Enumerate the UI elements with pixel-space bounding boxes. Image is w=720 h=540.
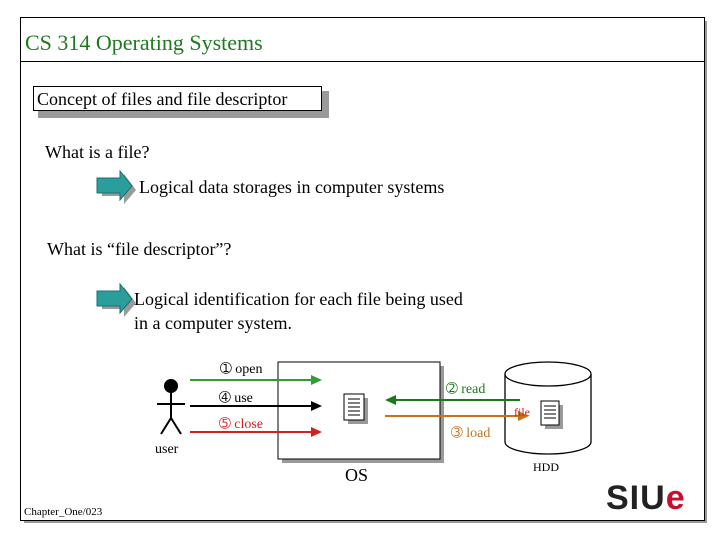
read-label: ➁ read	[446, 382, 485, 397]
hdd-file-icon	[540, 400, 563, 429]
answer-line-2: in a computer system.	[134, 313, 292, 333]
close-label: ➄ close	[219, 417, 263, 432]
close-arrow	[190, 427, 322, 437]
read-arrow	[385, 395, 520, 405]
answer-line-1: Logical identification for each file bei…	[134, 289, 463, 309]
logo-accent: e	[665, 479, 686, 517]
logo-main: SIU	[606, 479, 666, 517]
answer-descriptor-definition: Logical identification for each file bei…	[134, 287, 463, 335]
file-label: file	[514, 405, 530, 419]
hdd-label: HDD	[533, 460, 559, 474]
load-label: ➂ load	[451, 426, 490, 441]
title-divider	[20, 61, 705, 62]
user-icon	[157, 379, 185, 435]
slide-title: CS 314 Operating Systems	[25, 30, 263, 55]
document-icon	[343, 393, 368, 424]
open-arrow	[190, 375, 322, 385]
user-label: user	[155, 442, 179, 457]
slide-footer: Chapter_One/023	[24, 506, 103, 518]
use-arrow	[190, 401, 322, 411]
open-label: ➀ open	[220, 362, 262, 377]
question-file-descriptor: What is “file descriptor”?	[47, 239, 232, 259]
load-arrow	[385, 411, 529, 421]
use-label: ➃ use	[219, 391, 253, 406]
answer-file-definition: Logical data storages in computer system…	[139, 177, 445, 197]
siue-logo: SIUe	[606, 478, 686, 518]
concept-heading: Concept of files and file descriptor	[33, 86, 322, 111]
bullet-arrow-icon	[96, 283, 136, 317]
question-what-is-file: What is a file?	[45, 142, 150, 162]
os-label: OS	[345, 465, 368, 485]
bullet-arrow-icon	[96, 170, 136, 204]
